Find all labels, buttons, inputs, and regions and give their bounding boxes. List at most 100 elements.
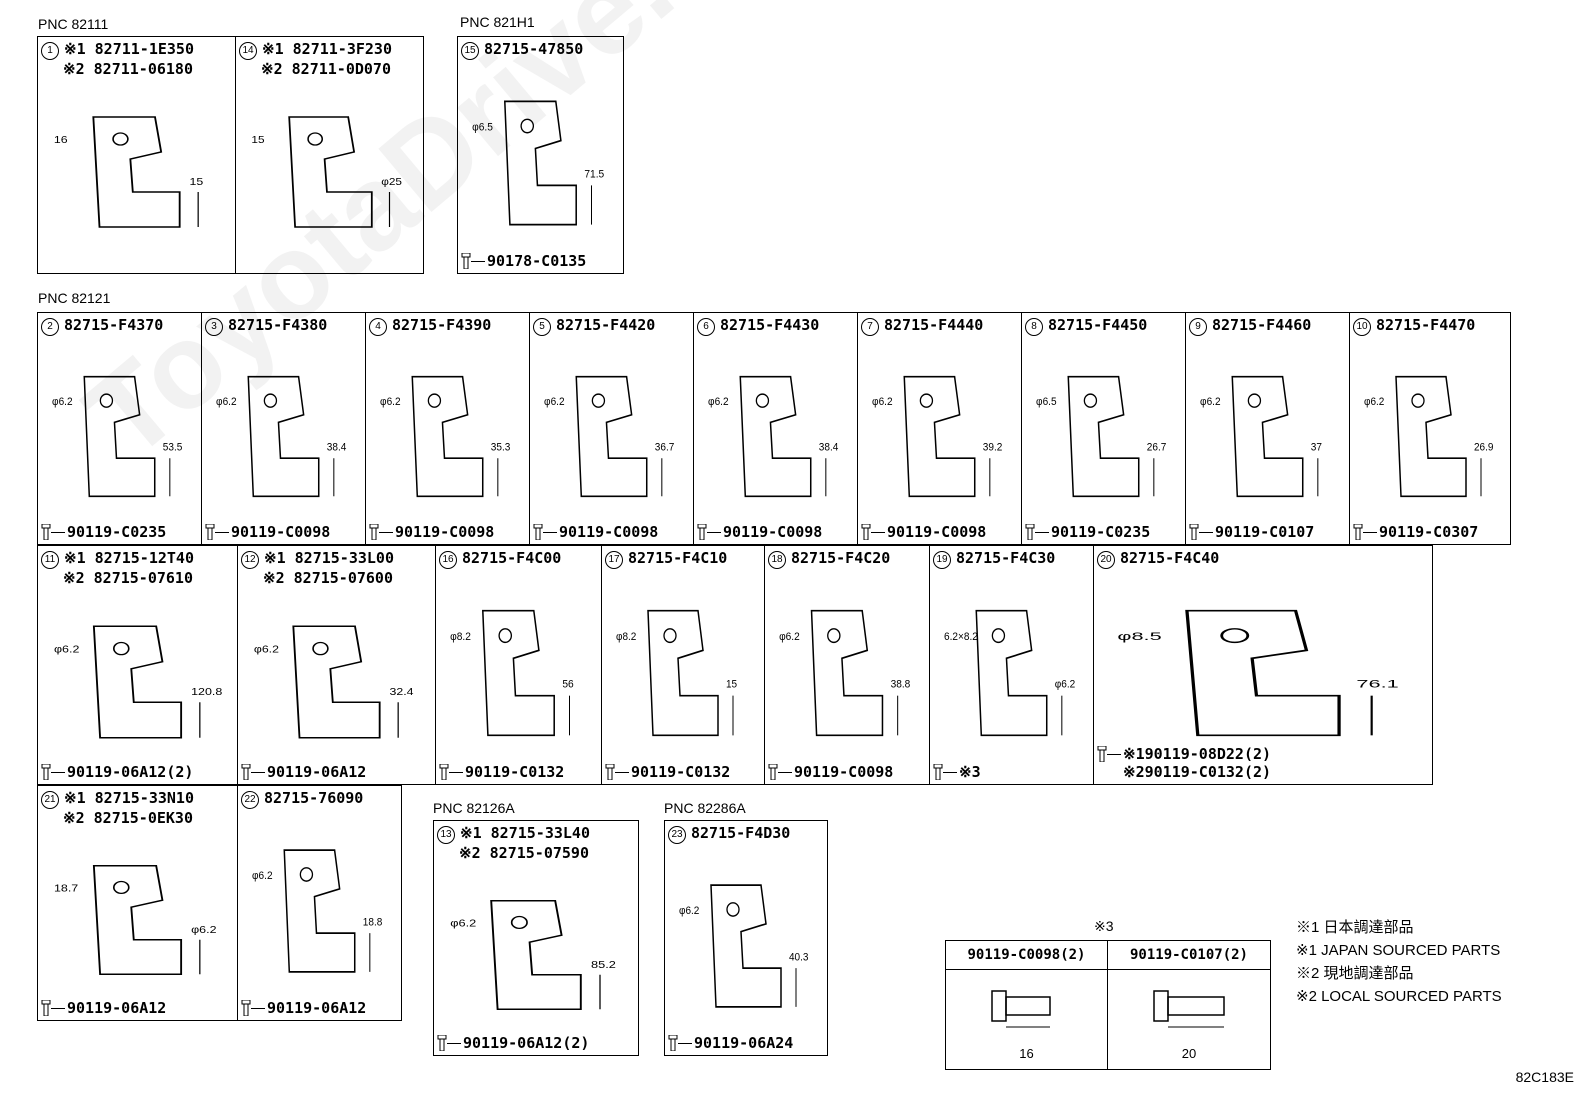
part-number[interactable]: 82715-F4C30 (956, 549, 1056, 567)
fastener-part-number[interactable]: 90119-06A12(2) (463, 1034, 590, 1052)
fastener-part-number[interactable]: 90119-06A12 (67, 999, 167, 1017)
fastener-part-number[interactable]: 90119-C0098 (887, 523, 987, 541)
ref3-col-2-head[interactable]: 90119-C0107(2) (1108, 941, 1270, 970)
dimension-label: 18.8 (363, 916, 383, 929)
part-number[interactable]: 82715-F4460 (1212, 316, 1312, 334)
part-number[interactable]: ※1 82711-1E350 (64, 40, 194, 58)
dimension-label: φ6.2 (54, 645, 79, 656)
callout-number: 18 (768, 551, 786, 569)
part-header: 12※1 82715-33L00※2 82715-07600 (241, 549, 394, 587)
fastener-part-number[interactable]: 90119-C0235 (67, 523, 167, 541)
fastener-part-number[interactable]: 90119-C0107 (1215, 523, 1315, 541)
fastener-callout: 90119-C0098 (533, 523, 658, 541)
diagram-code: 82C183E (1515, 1069, 1574, 1085)
fastener-part-number[interactable]: ※190119-08D22(2) (1123, 745, 1272, 763)
part-number[interactable]: 82715-F4380 (228, 316, 328, 334)
callout-number: 16 (439, 551, 457, 569)
part-number[interactable]: 82715-F4C00 (462, 549, 562, 567)
bolt-icon (1353, 524, 1363, 540)
fastener-part-number[interactable]: 90119-C0235 (1051, 523, 1151, 541)
fastener-part-number[interactable]: 90119-C0098 (231, 523, 331, 541)
fastener-part-number[interactable]: 90119-06A12 (267, 763, 367, 781)
dimension-label: 71.5 (584, 168, 604, 181)
bolt-icon (41, 764, 51, 780)
dimension-label: φ6.2 (254, 645, 279, 656)
callout-number: 4 (369, 318, 387, 336)
fastener-callout: ※190119-08D22(2)※290119-C0132(2) (1097, 745, 1271, 781)
fastener-part-number[interactable]: 90119-06A24 (694, 1034, 794, 1052)
part-number[interactable]: ※1 82715-12T40 (64, 549, 194, 567)
ref3-col-2: 90119-C0107(2) 20 (1108, 941, 1270, 1069)
fastener-part-number[interactable]: 90119-C0307 (1379, 523, 1479, 541)
fastener-callout: 90119-C0132 (605, 763, 730, 781)
part-number[interactable]: 82715-F4370 (64, 316, 164, 334)
callout-number: 5 (533, 318, 551, 336)
bolt-icon (1025, 524, 1035, 540)
ref3-col-1-head[interactable]: 90119-C0098(2) (946, 941, 1107, 970)
callout-number: 10 (1353, 318, 1371, 336)
fastener-callout: 90178-C0135 (461, 252, 586, 270)
part-number[interactable]: 82715-F4C10 (628, 549, 728, 567)
fastener-callout: 90119-06A24 (668, 1034, 793, 1052)
fastener-part-number[interactable]: 90119-C0132 (631, 763, 731, 781)
part-number-alt[interactable]: ※2 82711-06180 (63, 60, 193, 78)
part-number[interactable]: 82715-F4450 (1048, 316, 1148, 334)
dimension-label: 6.2×8.2 (944, 631, 978, 644)
fastener-part-number[interactable]: ※3 (959, 763, 981, 781)
part-number[interactable]: ※1 82711-3F230 (262, 40, 392, 58)
fastener-part-number[interactable]: 90119-C0098 (395, 523, 495, 541)
part-number[interactable]: 82715-F4C20 (791, 549, 891, 567)
part-number-alt[interactable]: ※2 82715-0EK30 (63, 809, 193, 827)
part-number-alt[interactable]: ※2 82711-0D070 (261, 60, 391, 78)
fastener-part-number[interactable]: 90178-C0135 (487, 252, 587, 270)
fastener-part-number[interactable]: 90119-06A12 (267, 999, 367, 1017)
fastener-part-number-alt[interactable]: ※290119-C0132(2) (1123, 763, 1272, 781)
part-number[interactable]: 82715-F4470 (1376, 316, 1476, 334)
part-number[interactable]: ※1 82715-33L00 (264, 549, 394, 567)
bolt-icon (241, 1000, 251, 1016)
part-number[interactable]: 82715-F4440 (884, 316, 984, 334)
fastener-part-number[interactable]: 90119-C0132 (465, 763, 565, 781)
part-number[interactable]: ※1 82715-33L40 (460, 824, 590, 842)
part-number[interactable]: 82715-47850 (484, 40, 584, 58)
bolt-icon (439, 764, 449, 780)
part-number[interactable]: ※1 82715-33N10 (64, 789, 194, 807)
part-number[interactable]: 82715-76090 (264, 789, 364, 807)
part-number[interactable]: 82715-F4D30 (691, 824, 791, 842)
callout-number: 23 (668, 826, 686, 844)
ref3-bolt-table: 90119-C0098(2) 16 90119-C0107(2) 20 (945, 940, 1271, 1070)
dimension-label: φ6.2 (679, 904, 699, 917)
part-number[interactable]: 82715-F4C40 (1120, 549, 1220, 567)
bolt-icon (933, 764, 943, 780)
part-header: 5 82715-F4420 (533, 316, 655, 336)
part-number-alt[interactable]: ※2 82715-07600 (263, 569, 393, 587)
part-number[interactable]: 82715-F4420 (556, 316, 656, 334)
bolt-icon (605, 764, 615, 780)
part-number-alt[interactable]: ※2 82715-07610 (63, 569, 193, 587)
callout-number: 6 (697, 318, 715, 336)
fastener-part-number[interactable]: 90119-C0098 (559, 523, 659, 541)
part-number-alt[interactable]: ※2 82715-07590 (459, 844, 589, 862)
fastener-part-number[interactable]: 90119-C0098 (723, 523, 823, 541)
part-number[interactable]: 82715-F4390 (392, 316, 492, 334)
fastener-part-number[interactable]: 90119-06A12(2) (67, 763, 194, 781)
ref3-title: ※3 (1094, 918, 1114, 934)
fastener-callout: 90119-C0098 (205, 523, 330, 541)
bolt-icon (41, 524, 51, 540)
fastener-part-number[interactable]: 90119-C0098 (794, 763, 894, 781)
dimension-label: 38.8 (891, 678, 911, 691)
part-number[interactable]: 82715-F4430 (720, 316, 820, 334)
dimension-label: φ6.5 (1036, 397, 1057, 408)
